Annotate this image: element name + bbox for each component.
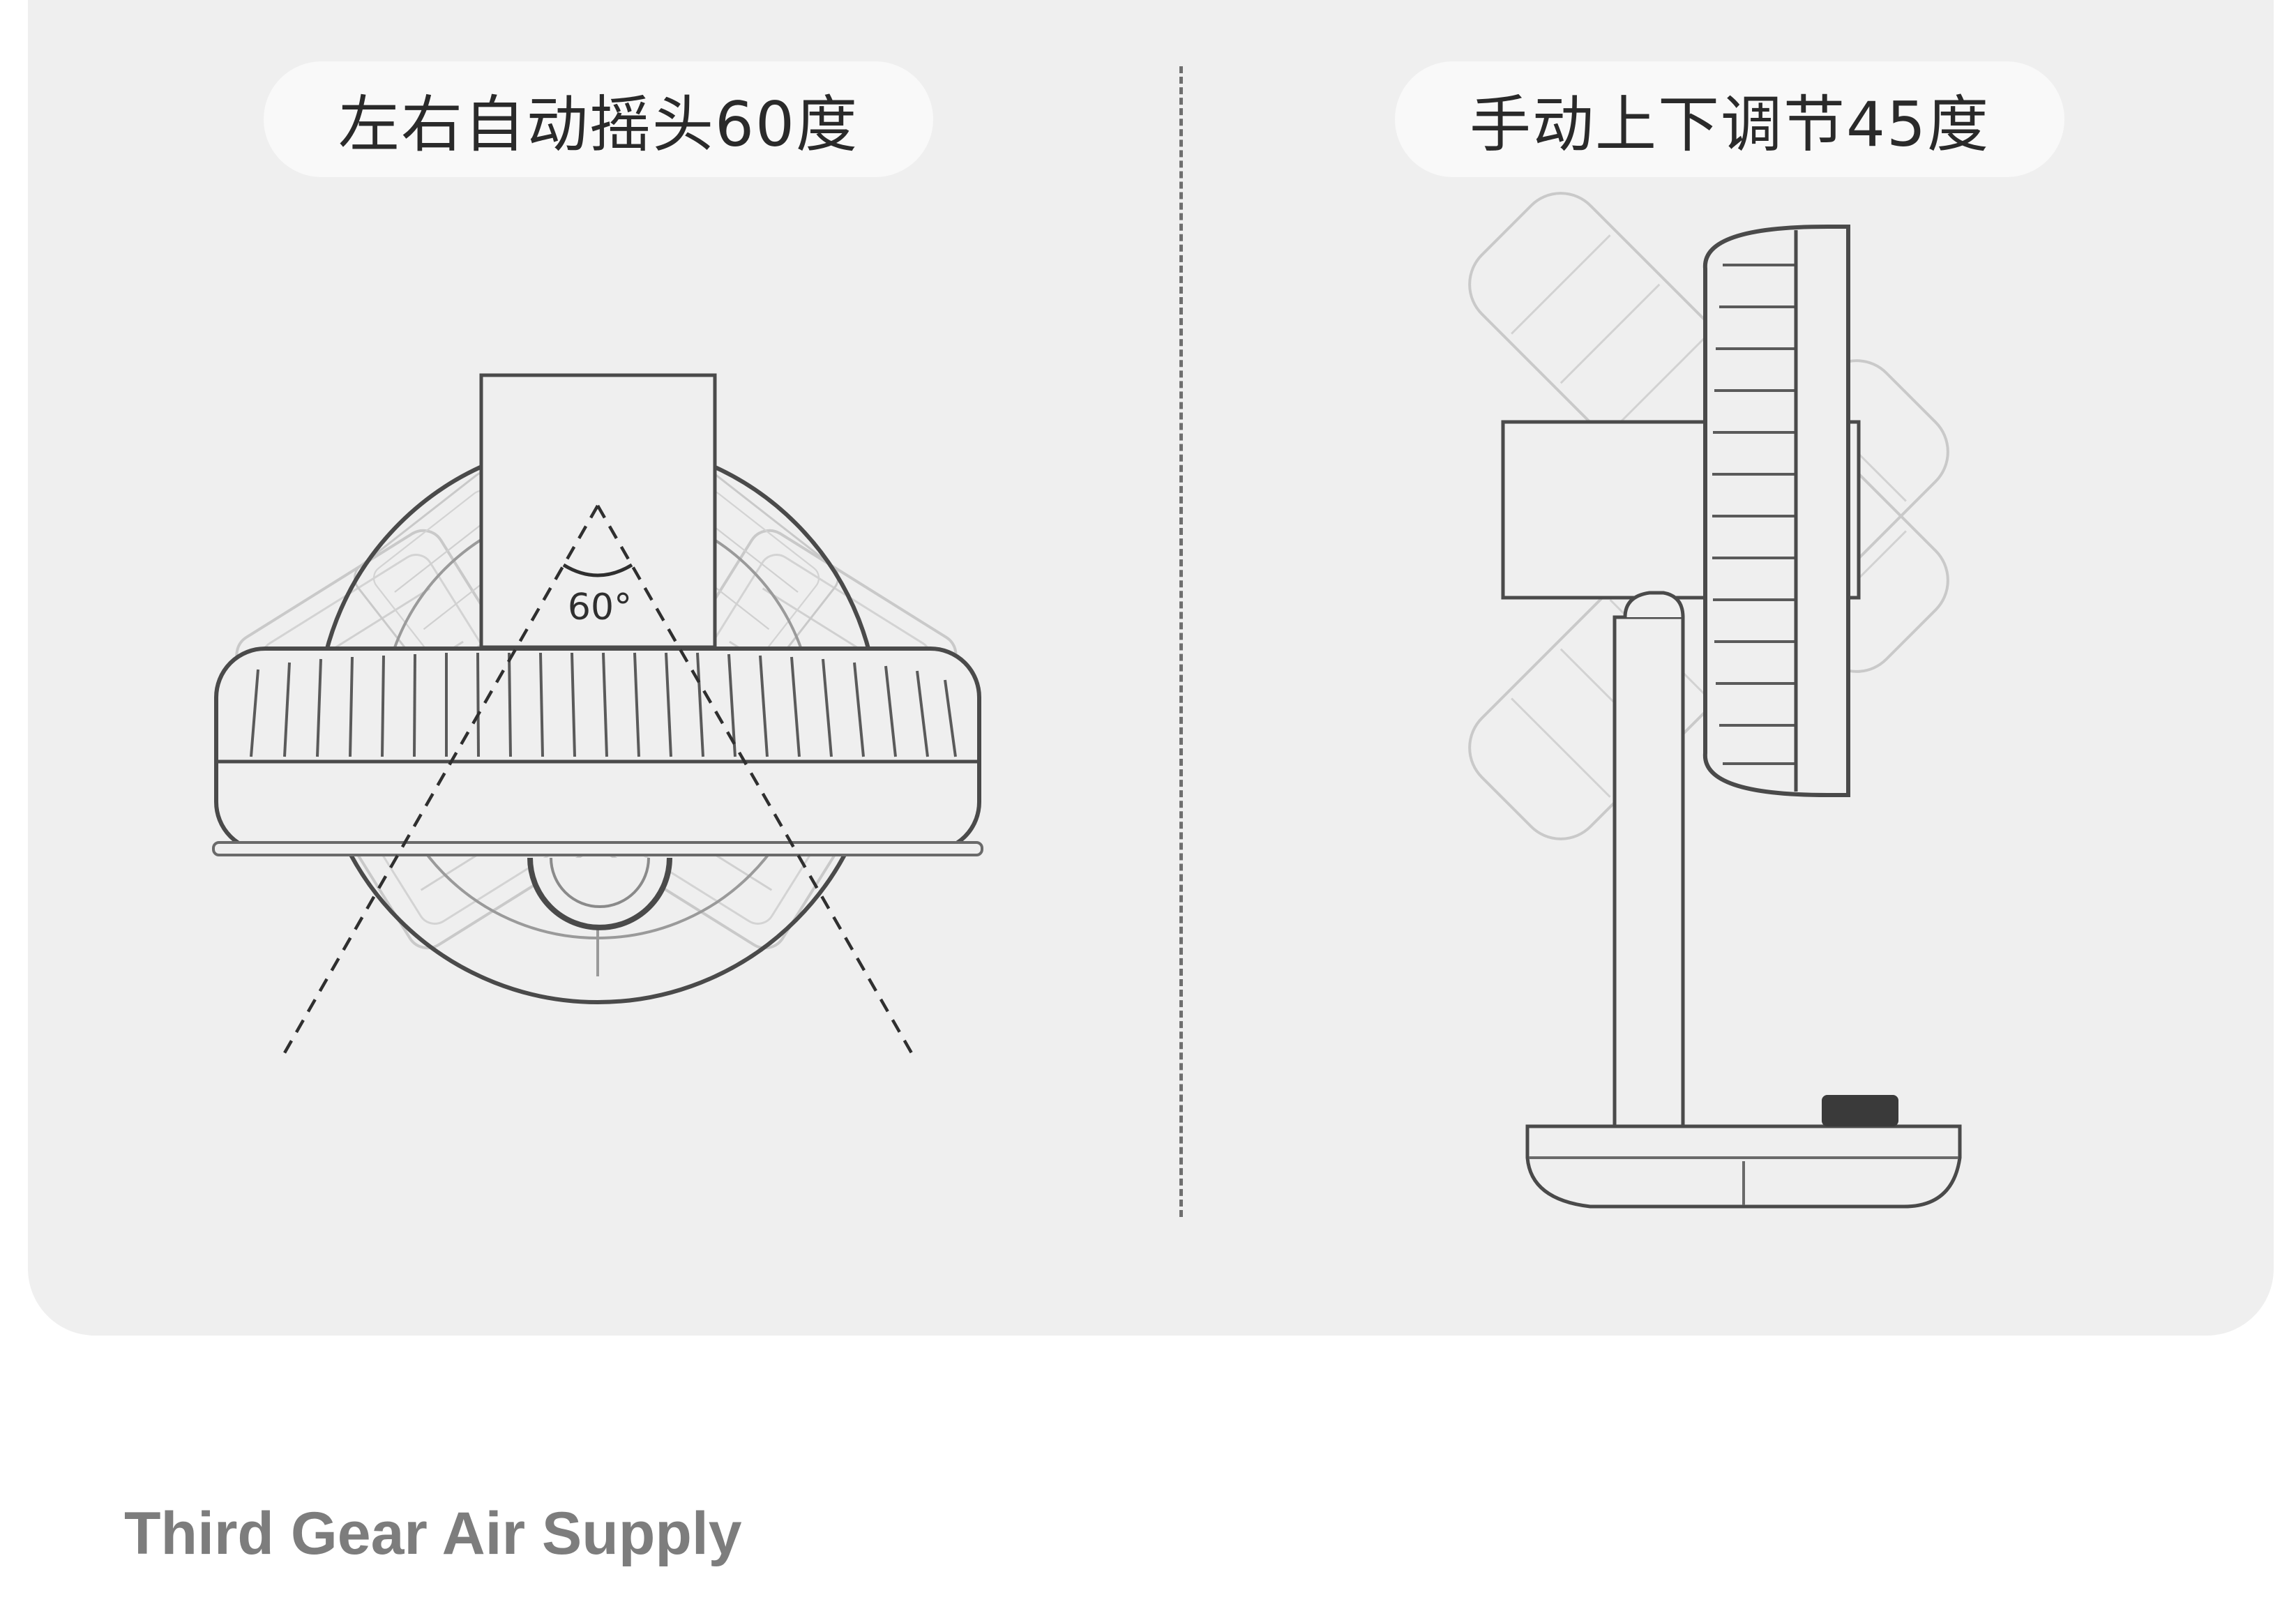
tilt-label: 手动上下调节45度 (1470, 88, 1990, 160)
side-fan-head (1702, 225, 1850, 797)
tilt-label-pill: 手动上下调节45度 (1395, 61, 2064, 177)
dashed-divider (1179, 66, 1183, 1217)
oscillation-label: 左右自动摇头60度 (338, 88, 859, 160)
oscillation-fan-illustration: 60° (212, 373, 983, 1058)
side-base-knob (1822, 1095, 1898, 1126)
footer-title: Third Gear Air Supply (124, 1500, 742, 1567)
stand-stem (1613, 615, 1685, 1128)
angle-label: 60° (568, 587, 632, 628)
tilt-fan-illustration (0, 0, 2296, 1209)
motor-pod (479, 373, 717, 649)
angle-guide (281, 504, 915, 1058)
angle-arc (562, 563, 633, 577)
oscillation-label-pill: 左右自动摇头60度 (264, 61, 933, 177)
side-base (1525, 1095, 1962, 1209)
control-knob (527, 857, 672, 930)
fan-head (212, 647, 983, 856)
